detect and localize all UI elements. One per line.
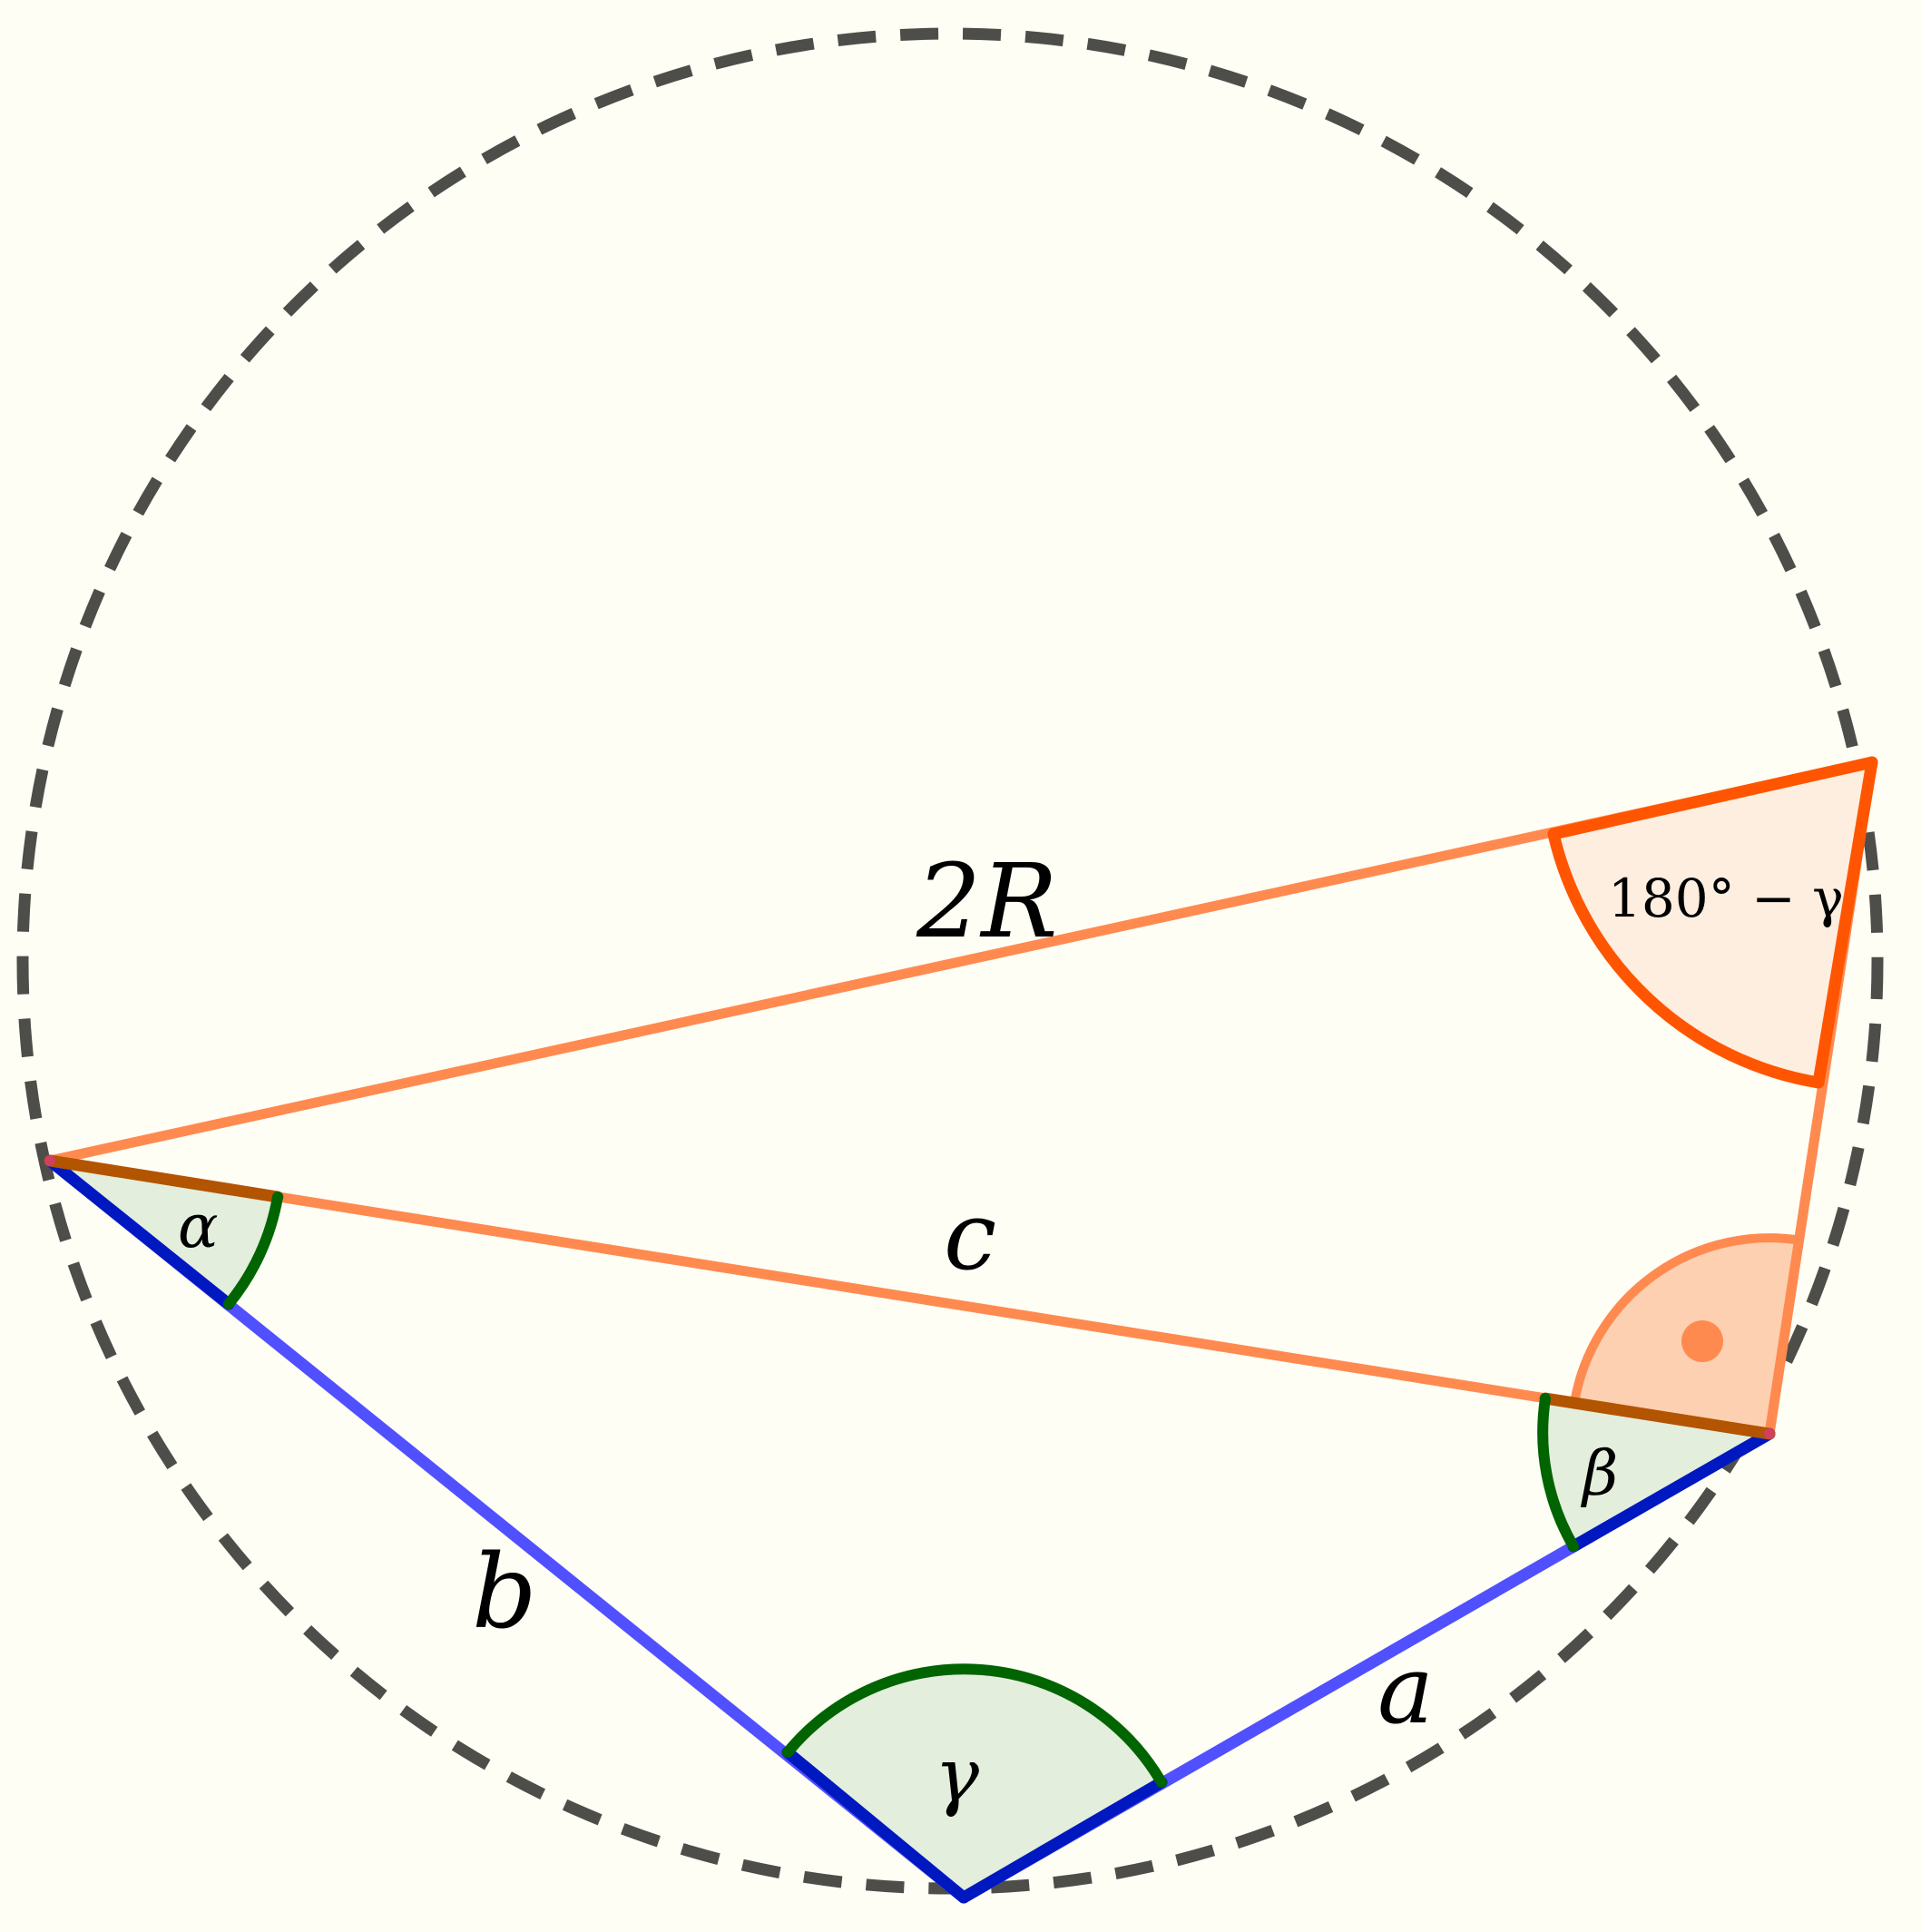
gamma-angle-sector [788,1669,1161,1898]
label-2r: 2R [916,843,1058,961]
label-c: c [944,1181,996,1291]
beta-arc [1537,1393,1579,1552]
alpha-edge-b [44,1154,235,1310]
label-alpha: α [178,1192,219,1261]
right-angle-arc [1570,1233,1802,1404]
gamma-arc [782,1663,1167,1788]
label-a: a [1377,1634,1434,1745]
supplement-arc [1547,828,1825,1089]
supplement-edge-2 [1812,756,1878,1089]
label-supplement-angle: 180° − γ [1608,868,1844,929]
supplement-edge-1 [1547,756,1878,840]
alpha-angle-sector [50,1161,278,1304]
beta-angle-sector [1543,1398,1769,1546]
vertex-b [1764,1428,1775,1439]
right-angle-dot [1681,1320,1723,1362]
label-beta: β [1580,1438,1618,1510]
alpha-arc [223,1192,283,1309]
label-gamma: γ [935,1733,980,1819]
label-b: b [472,1534,537,1652]
supplement-angle-sector [1553,762,1872,1083]
side-c-line [44,1155,1775,1439]
vertex-a [44,1155,55,1166]
gamma-edge-a [957,1776,1168,1904]
beta-edge-a [1567,1427,1776,1553]
gamma-edge-b [781,1746,970,1904]
alpha-edge-c [44,1154,284,1203]
beta-edge-c [1539,1392,1776,1440]
